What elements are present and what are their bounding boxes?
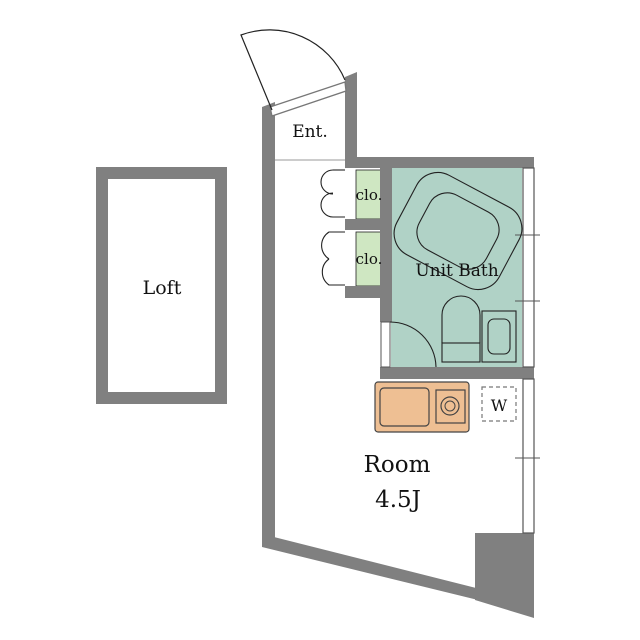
washbasin-icon	[481, 310, 517, 363]
stove-icon	[435, 389, 466, 424]
toilet-icon	[441, 295, 481, 363]
closet-1-doors	[320, 169, 345, 218]
bathtub-icon	[393, 171, 523, 291]
loft-label: Loft	[143, 277, 182, 299]
entrance-door-swing	[240, 29, 346, 111]
sink-icon	[379, 387, 430, 427]
closet-2-label: clo.	[356, 250, 383, 268]
entrance-door	[269, 81, 347, 117]
closet-1-fill	[355, 169, 384, 220]
closet-2-doors	[321, 231, 345, 286]
closet-1-label: clo.	[356, 186, 383, 204]
entrance-label: Ent.	[292, 122, 328, 142]
kitchen-counter	[374, 381, 470, 433]
walls	[262, 72, 534, 618]
bath-door-swing	[389, 321, 437, 368]
room-name-label: Room	[364, 452, 431, 478]
window-room	[522, 378, 535, 534]
unit-bath-label: Unit Bath	[415, 261, 498, 281]
washer-space	[481, 386, 517, 422]
window-bath	[522, 167, 535, 368]
loft-outline	[96, 167, 227, 404]
bath-door-leaf	[380, 321, 391, 368]
washer-label: W	[491, 396, 508, 415]
unit-bath-floor	[391, 167, 522, 367]
room-size-label: 4.5J	[375, 487, 421, 513]
